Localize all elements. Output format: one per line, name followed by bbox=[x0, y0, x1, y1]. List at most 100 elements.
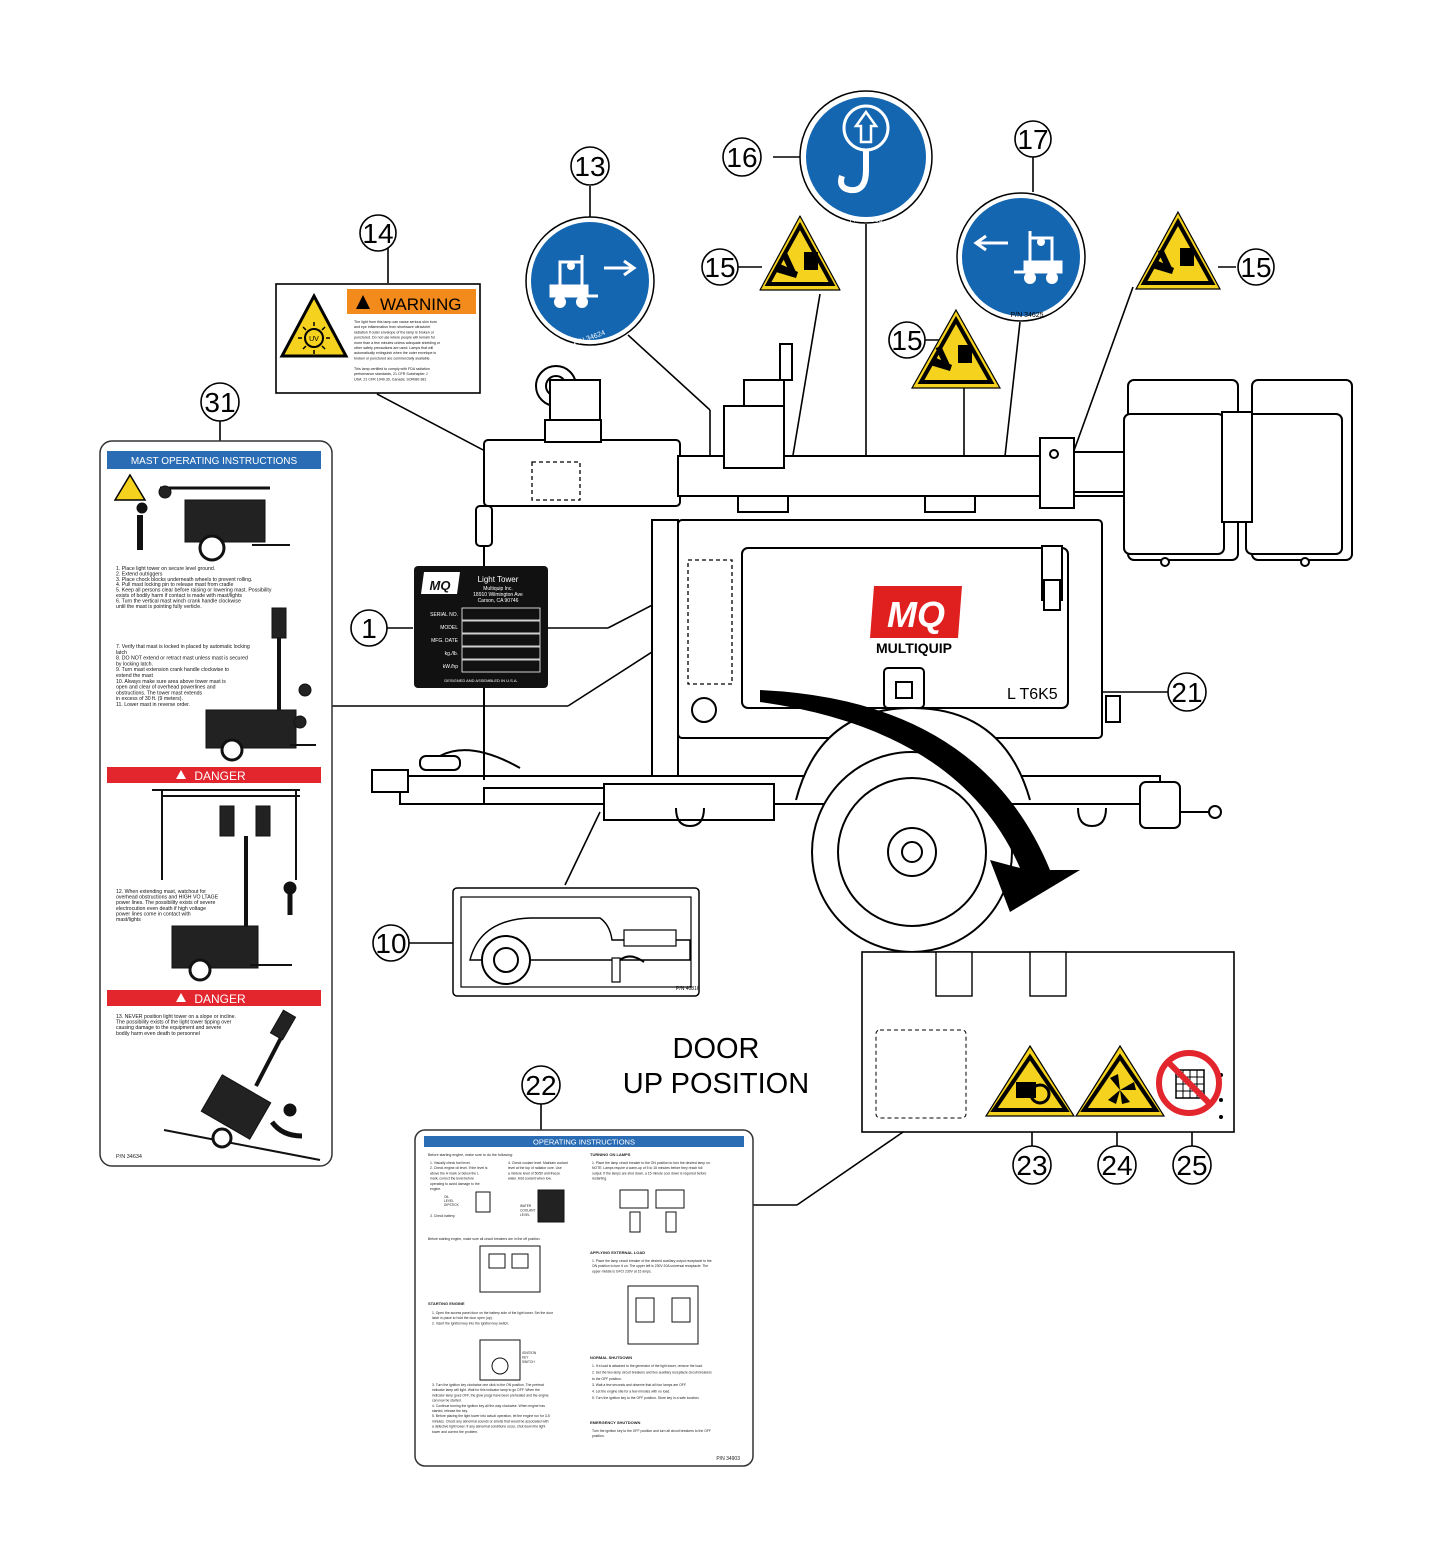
text-line: Turn the ignition key to the OFF positio… bbox=[592, 1429, 711, 1433]
text-line: STARTING ENGINE bbox=[428, 1301, 465, 1306]
text-line: 12. When extending mast, watchout for bbox=[116, 889, 206, 895]
text-line: and eye inflammation from shortwave ultr… bbox=[354, 325, 430, 329]
text-line: 2. Set the two lamp circuit breakers and… bbox=[592, 1370, 712, 1374]
text-line: performance standards, 21 CFR Subchapter… bbox=[354, 372, 428, 376]
text-line: ON position to turn it on. The upper lef… bbox=[592, 1264, 708, 1268]
svg-text:P/N 34625: P/N 34625 bbox=[1010, 312, 1043, 319]
text-line: other safety precautions are used. Lamps… bbox=[354, 346, 433, 350]
text-line: 13. NEVER position light tower on a slop… bbox=[116, 1014, 236, 1020]
text-line: 2. Check engine oil level. If the level … bbox=[430, 1166, 488, 1170]
text-line: Before starting engine, make sure to do … bbox=[428, 1153, 513, 1157]
svg-text:23: 23 bbox=[1016, 1150, 1047, 1181]
text-line: 5. Before placing the light tower into a… bbox=[432, 1414, 550, 1418]
text-line: This lamp certified to comply with FDA r… bbox=[354, 367, 430, 371]
operating-text: Before starting engine, make sure to do … bbox=[428, 1152, 712, 1438]
text-line: IGNITION bbox=[522, 1351, 537, 1355]
warning-body-text: The light from this lamp can cause serio… bbox=[354, 320, 441, 381]
mast-steps-b: 7. Verify that mast is locked in placed … bbox=[116, 644, 250, 708]
access-door-panel: DOOR UP POSITION bbox=[623, 951, 1235, 1133]
svg-text:P/N 34634: P/N 34634 bbox=[116, 1154, 142, 1160]
nameplate-field-label: SERIAL NO. bbox=[430, 612, 458, 618]
text-line: 1. Place the lamp circuit breaker of the… bbox=[592, 1259, 712, 1263]
nameplate-field-label: kW./hp bbox=[443, 664, 459, 670]
text-line: 7. Verify that mast is locked in placed … bbox=[116, 644, 250, 650]
text-line: upper middle is GFCI 230V at 15 amps. bbox=[592, 1269, 652, 1273]
door-title-line1: DOOR bbox=[673, 1033, 760, 1065]
text-line: position. bbox=[592, 1434, 605, 1438]
svg-text:25: 25 bbox=[1176, 1150, 1207, 1181]
callout-23: 23 bbox=[1012, 1145, 1052, 1185]
callout-16: 16 bbox=[722, 137, 762, 177]
text-line: SWITCH bbox=[522, 1360, 535, 1364]
text-line: automatically extinguish when the outer … bbox=[354, 351, 436, 355]
crush-hand-icon bbox=[930, 345, 972, 371]
text-line: restarting. bbox=[592, 1177, 607, 1181]
text-line: 2. Insert the ignition key into the igni… bbox=[432, 1321, 509, 1325]
text-line: electrocution even death if high voltage bbox=[116, 906, 206, 912]
svg-text:1: 1 bbox=[361, 613, 377, 644]
text-line: USA: 21 CFR 1040.30, Canada: SOR/80-381 bbox=[354, 377, 426, 381]
mast-instructions-decal: MAST OPERATING INSTRUCTIONS 1. Place lig… bbox=[99, 440, 333, 1167]
text-line: level at the top of radiator core. Use bbox=[508, 1166, 562, 1170]
fan-icon bbox=[1108, 1074, 1136, 1104]
text-line: KEY bbox=[522, 1356, 529, 1360]
danger-label-1: DANGER bbox=[194, 769, 246, 783]
nameplate-field-label: kg./lb. bbox=[445, 651, 458, 657]
text-line: can now be started. bbox=[432, 1399, 462, 1403]
text-line: minutes. Check any abnormal sounds or sm… bbox=[432, 1419, 549, 1423]
text-line: 11. Lower mast in reverse order. bbox=[116, 702, 190, 708]
text-line: 4. Pull mast locking pin to release mast… bbox=[116, 582, 233, 588]
svg-text:16: 16 bbox=[726, 142, 757, 173]
svg-text:Light Tower: Light Tower bbox=[478, 575, 519, 584]
mast-steps-a: 1. Place light tower on secure level gro… bbox=[116, 566, 272, 610]
text-line: TURNING ON LAMPS bbox=[590, 1152, 631, 1157]
text-line: 3. Turn the ignition key clockwise one c… bbox=[432, 1383, 544, 1387]
nameplate-field-label: MODEL bbox=[440, 625, 458, 631]
svg-text:P/N 23905: P/N 23905 bbox=[849, 217, 882, 224]
text-line: Before starting engine, make sure all ci… bbox=[428, 1237, 541, 1241]
text-line: indicator lamp goes OFF, the glow plugs … bbox=[432, 1393, 549, 1397]
serial-nameplate: MQ Light Tower Multiquip Inc. 18910 Wilm… bbox=[414, 566, 548, 688]
svg-text:MQ: MQ bbox=[887, 594, 945, 635]
text-line: 4. Check coolant level. Maintain coolant bbox=[508, 1161, 568, 1165]
callout-15a: 15 bbox=[701, 248, 739, 286]
text-line: The light from this lamp can cause serio… bbox=[354, 320, 437, 324]
text-line: indicator lamp will light. Wait for this… bbox=[432, 1388, 540, 1392]
svg-text:10: 10 bbox=[375, 928, 406, 959]
callout-21: 21 bbox=[1167, 672, 1207, 712]
text-line: extend the mast bbox=[116, 673, 153, 679]
callout-22: 22 bbox=[521, 1065, 561, 1105]
text-line: 2. Extend outriggers bbox=[116, 571, 163, 577]
mast-steps-c: 12. When extending mast, watchout for ov… bbox=[116, 889, 219, 923]
svg-text:31: 31 bbox=[204, 387, 235, 418]
fan-blade-warning bbox=[1074, 1044, 1166, 1117]
text-line: NOTE: Lamps require a warm-up of 5 to 15… bbox=[592, 1166, 703, 1170]
svg-text:Carson, CA 90746: Carson, CA 90746 bbox=[478, 598, 519, 604]
svg-text:15: 15 bbox=[704, 252, 735, 283]
nameplate-field-label: MFG. DATE bbox=[431, 638, 459, 644]
svg-text:15: 15 bbox=[1240, 252, 1271, 283]
text-line: mast/lights bbox=[116, 917, 141, 923]
text-line: 3. Wait a few seconds and observe that a… bbox=[592, 1383, 687, 1387]
text-line: a mixture level of 50/50 anti-freeze bbox=[508, 1171, 560, 1175]
text-line: latch in place to hold the door open (up… bbox=[432, 1316, 493, 1320]
callout-31: 31 bbox=[200, 382, 240, 422]
text-line: The possibility exists of the light towe… bbox=[116, 1020, 232, 1026]
text-line: WATER bbox=[520, 1204, 532, 1208]
sun-rays-icon bbox=[298, 322, 330, 354]
text-line: power lines come in contact with bbox=[116, 911, 191, 917]
illustration-mast-upright bbox=[205, 607, 316, 762]
illustration-raise bbox=[113, 473, 290, 562]
lift-point-sign: P/N 23905 bbox=[799, 90, 933, 224]
text-line: until the mast is pointing fully verticl… bbox=[116, 604, 202, 610]
text-line: to the OFF position. bbox=[592, 1377, 622, 1381]
arrow-right-icon bbox=[604, 259, 637, 277]
text-line: water. Add coolant when low. bbox=[508, 1177, 552, 1181]
callout-25: 25 bbox=[1172, 1145, 1212, 1185]
text-line: 6. Turn the vertical mast winch crank ha… bbox=[116, 598, 241, 604]
text-line: engine. bbox=[430, 1187, 441, 1191]
uv-warning-decal: WARNING UV The light from this lamp can … bbox=[275, 283, 481, 394]
svg-text:MULTIQUIP: MULTIQUIP bbox=[876, 640, 952, 656]
svg-text:P/N 34903: P/N 34903 bbox=[716, 1456, 740, 1462]
